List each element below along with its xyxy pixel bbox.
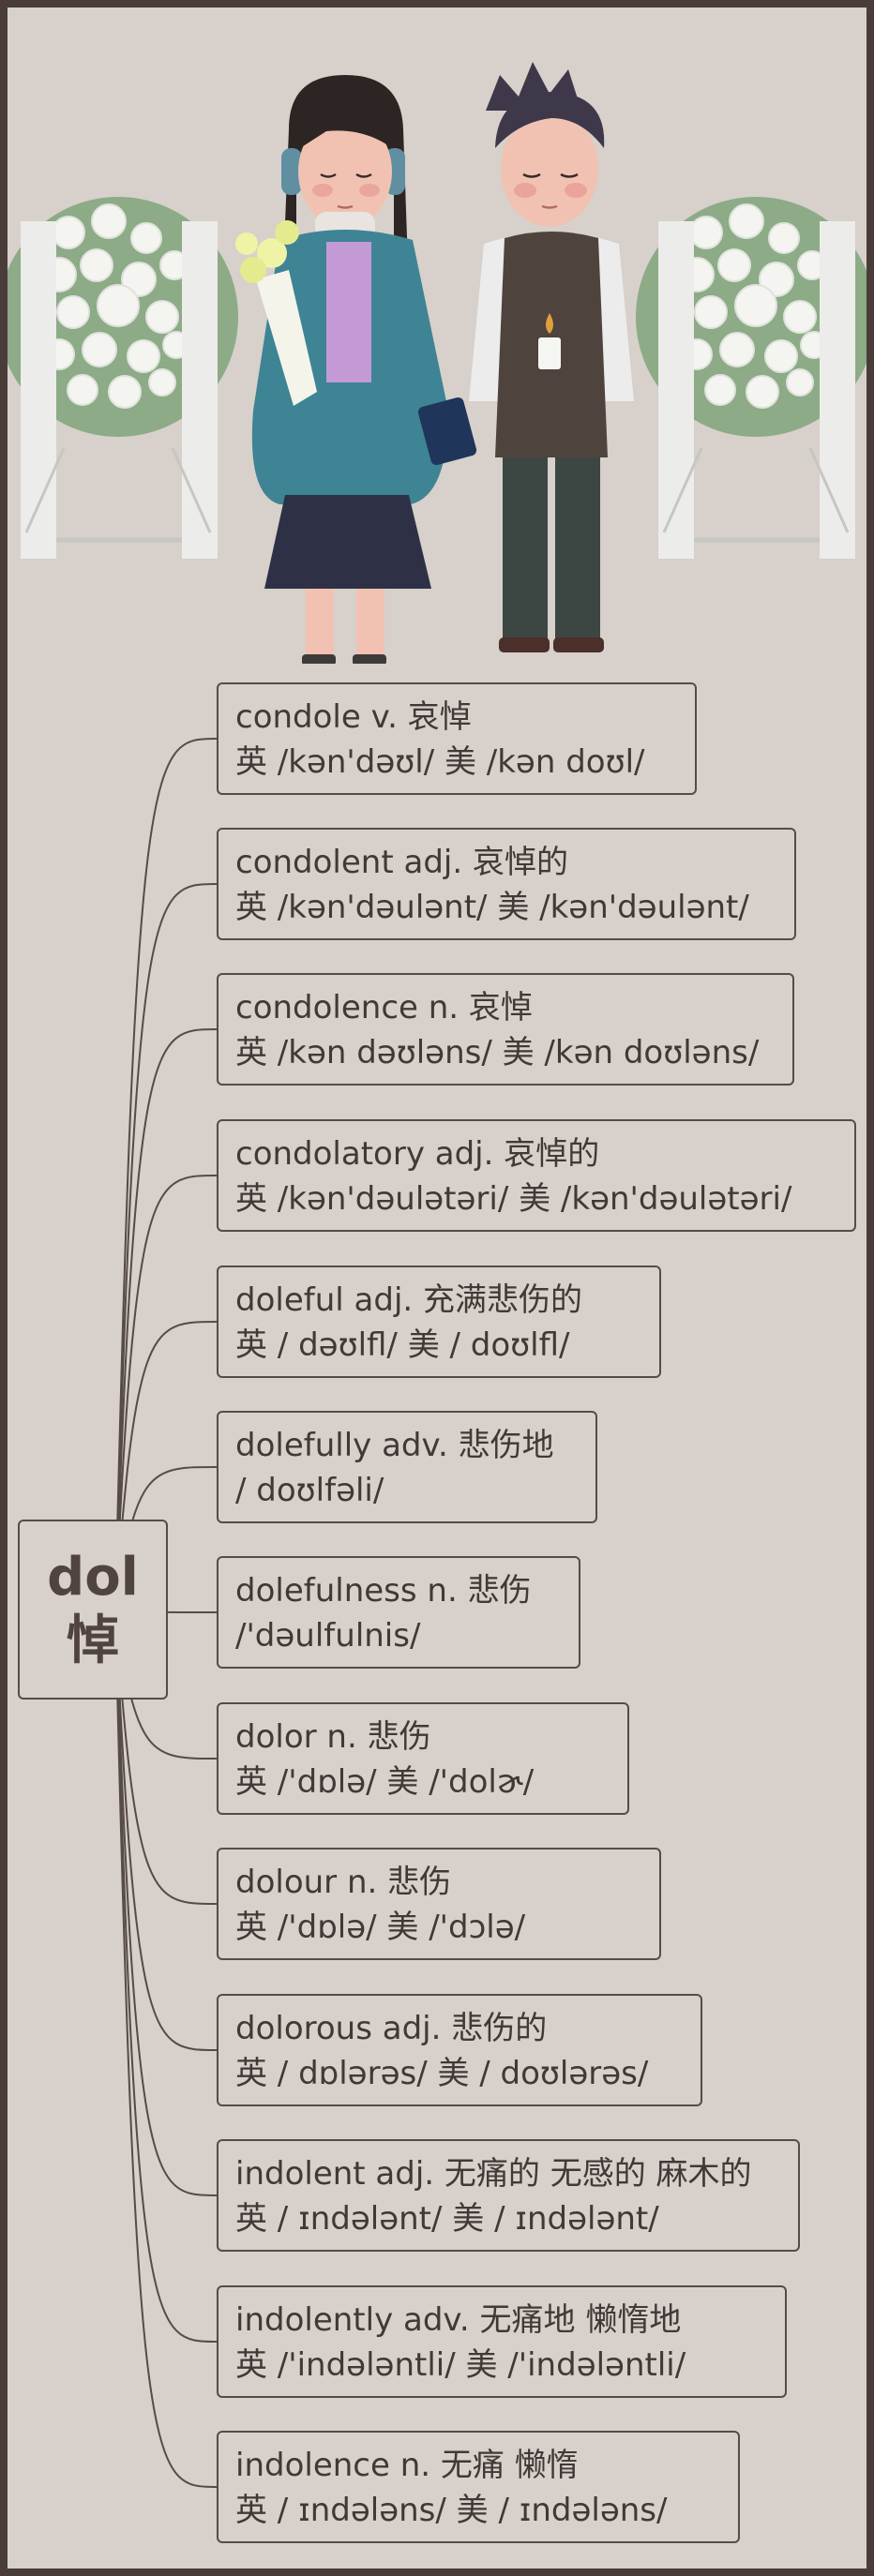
boy-figure-icon bbox=[469, 62, 634, 652]
mourning-illustration bbox=[8, 62, 866, 664]
entry-dolefulness[interactable]: dolefulness n. 悲伤 /'dəulfulnis/ bbox=[217, 1556, 580, 1669]
entry-word: dolor n. 悲伤 bbox=[235, 1718, 431, 1756]
root-node[interactable]: dol 悼 bbox=[18, 1520, 168, 1700]
entry-indolence[interactable]: indolence n. 无痛 懒惰 英 / ɪndələns/ 美 / ɪnd… bbox=[217, 2431, 740, 2543]
wreath-right-icon bbox=[636, 197, 866, 559]
wreath-left-icon bbox=[8, 197, 238, 559]
entry-word: condolent adj. 哀悼的 bbox=[235, 844, 568, 881]
entry-pronunciation: /'dəulfulnis/ bbox=[235, 1617, 421, 1655]
entry-pronunciation: / doʊlfəli/ bbox=[235, 1472, 384, 1509]
entry-dolorous[interactable]: dolorous adj. 悲伤的 英 / dɒlərəs/ 美 / doʊlə… bbox=[217, 1994, 702, 2106]
entry-pronunciation: 英 / dəʊlfl/ 美 / doʊlfl/ bbox=[235, 1326, 570, 1364]
entry-word: condole v. 哀悼 bbox=[235, 698, 472, 736]
root-meaning: 悼 bbox=[67, 1610, 119, 1671]
entry-word: condolence n. 哀悼 bbox=[235, 989, 533, 1026]
connector-line bbox=[114, 883, 218, 1610]
entry-word: indolence n. 无痛 懒惰 bbox=[235, 2447, 579, 2484]
entry-condolent[interactable]: condolent adj. 哀悼的 英 /kən'dəulənt/ 美 /kə… bbox=[217, 828, 796, 940]
entry-pronunciation: 英 /kən dəʊləns/ 美 /kən doʊləns/ bbox=[235, 1034, 760, 1071]
entry-pronunciation: 英 /kən'dəulənt/ 美 /kən'dəulənt/ bbox=[235, 889, 749, 926]
entry-word: dolefulness n. 悲伤 bbox=[235, 1572, 532, 1610]
entry-dolefully[interactable]: dolefully adv. 悲伤地 / doʊlfəli/ bbox=[217, 1411, 597, 1523]
entry-pronunciation: 英 / dɒlərəs/ 美 / doʊlərəs/ bbox=[235, 2055, 649, 2092]
entry-condolence[interactable]: condolence n. 哀悼 英 /kən dəʊləns/ 美 /kən … bbox=[217, 973, 794, 1086]
entry-indolently[interactable]: indolently adv. 无痛地 懒惰地 英 /'indələntli/ … bbox=[217, 2285, 787, 2398]
entry-pronunciation: 英 /kən'dəulətəri/ 美 /kən'dəulətəri/ bbox=[235, 1180, 792, 1218]
entry-condole[interactable]: condole v. 哀悼 英 /kən'dəʊl/ 美 /kən doʊl/ bbox=[217, 682, 697, 795]
entry-condolatory[interactable]: condolatory adj. 哀悼的 英 /kən'dəulətəri/ 美… bbox=[217, 1119, 856, 1232]
entry-word: condolatory adj. 哀悼的 bbox=[235, 1135, 600, 1173]
entry-pronunciation: 英 /'dɒlə/ 美 /'dɔlə/ bbox=[235, 1909, 526, 1946]
connector-line bbox=[114, 738, 218, 1610]
entry-pronunciation: 英 /'indələntli/ 美 /'indələntli/ bbox=[235, 2346, 686, 2384]
entry-pronunciation: 英 / ɪndələnt/ 美 / ɪndələnt/ bbox=[235, 2200, 659, 2238]
entry-dolor[interactable]: dolor n. 悲伤 英 /'dɒlə/ 美 /'dolɚ/ bbox=[217, 1702, 629, 1815]
entry-word: doleful adj. 充满悲伤的 bbox=[235, 1281, 582, 1319]
entry-word: dolorous adj. 悲伤的 bbox=[235, 2010, 548, 2047]
entry-indolent[interactable]: indolent adj. 无痛的 无感的 麻木的 英 / ɪndələnt/ … bbox=[217, 2139, 800, 2252]
girl-figure-icon bbox=[235, 75, 477, 664]
entry-pronunciation: 英 /kən'dəʊl/ 美 /kən doʊl/ bbox=[235, 743, 645, 781]
entry-word: indolently adv. 无痛地 懒惰地 bbox=[235, 2301, 682, 2339]
entry-word: dolour n. 悲伤 bbox=[235, 1864, 452, 1901]
entry-word: indolent adj. 无痛的 无感的 麻木的 bbox=[235, 2155, 752, 2193]
root-word: dol bbox=[47, 1547, 139, 1608]
connector-line bbox=[114, 1609, 218, 2488]
entry-doleful[interactable]: doleful adj. 充满悲伤的 英 / dəʊlfl/ 美 / doʊlf… bbox=[217, 1266, 661, 1378]
entry-pronunciation: 英 / ɪndələns/ 美 / ɪndələns/ bbox=[235, 2492, 668, 2529]
connector-line bbox=[114, 1609, 218, 2343]
entry-word: dolefully adv. 悲伤地 bbox=[235, 1427, 554, 1464]
entry-dolour[interactable]: dolour n. 悲伤 英 /'dɒlə/ 美 /'dɔlə/ bbox=[217, 1848, 661, 1960]
entry-pronunciation: 英 /'dɒlə/ 美 /'dolɚ/ bbox=[235, 1763, 535, 1801]
